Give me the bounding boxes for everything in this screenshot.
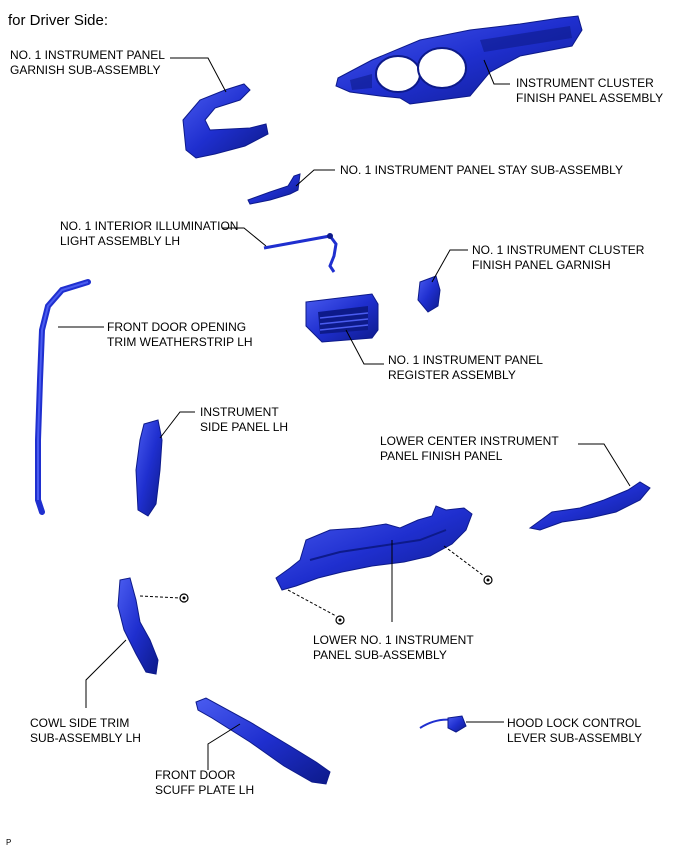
instrument-panel-garnish-shape <box>182 83 269 159</box>
front-door-scuff-plate-shape <box>195 697 331 785</box>
leader-lines <box>58 57 631 770</box>
label-instrument-panel-stay: NO. 1 INSTRUMENT PANEL STAY SUB-ASSEMBLY <box>340 163 623 177</box>
cluster-finish-panel-garnish-shape <box>417 275 441 313</box>
instrument-cluster-finish-panel-shape <box>335 15 583 105</box>
interior-illumination-light-shape <box>263 233 338 273</box>
instrument-panel-stay-shape <box>247 173 301 205</box>
panel-register-shape <box>305 293 379 343</box>
cowl-side-trim-shape <box>117 577 159 675</box>
lower-no1-instrument-panel-shape <box>275 505 473 591</box>
diagram-heading: for Driver Side: <box>8 12 109 29</box>
figure-code: P <box>6 838 12 847</box>
door-opening-weatherstrip-shape <box>35 279 91 515</box>
screw-shapes <box>179 575 493 625</box>
lower-center-finish-panel-shape <box>528 481 651 531</box>
hood-lock-lever-shape <box>419 715 467 733</box>
instrument-side-panel-shape <box>135 419 163 517</box>
